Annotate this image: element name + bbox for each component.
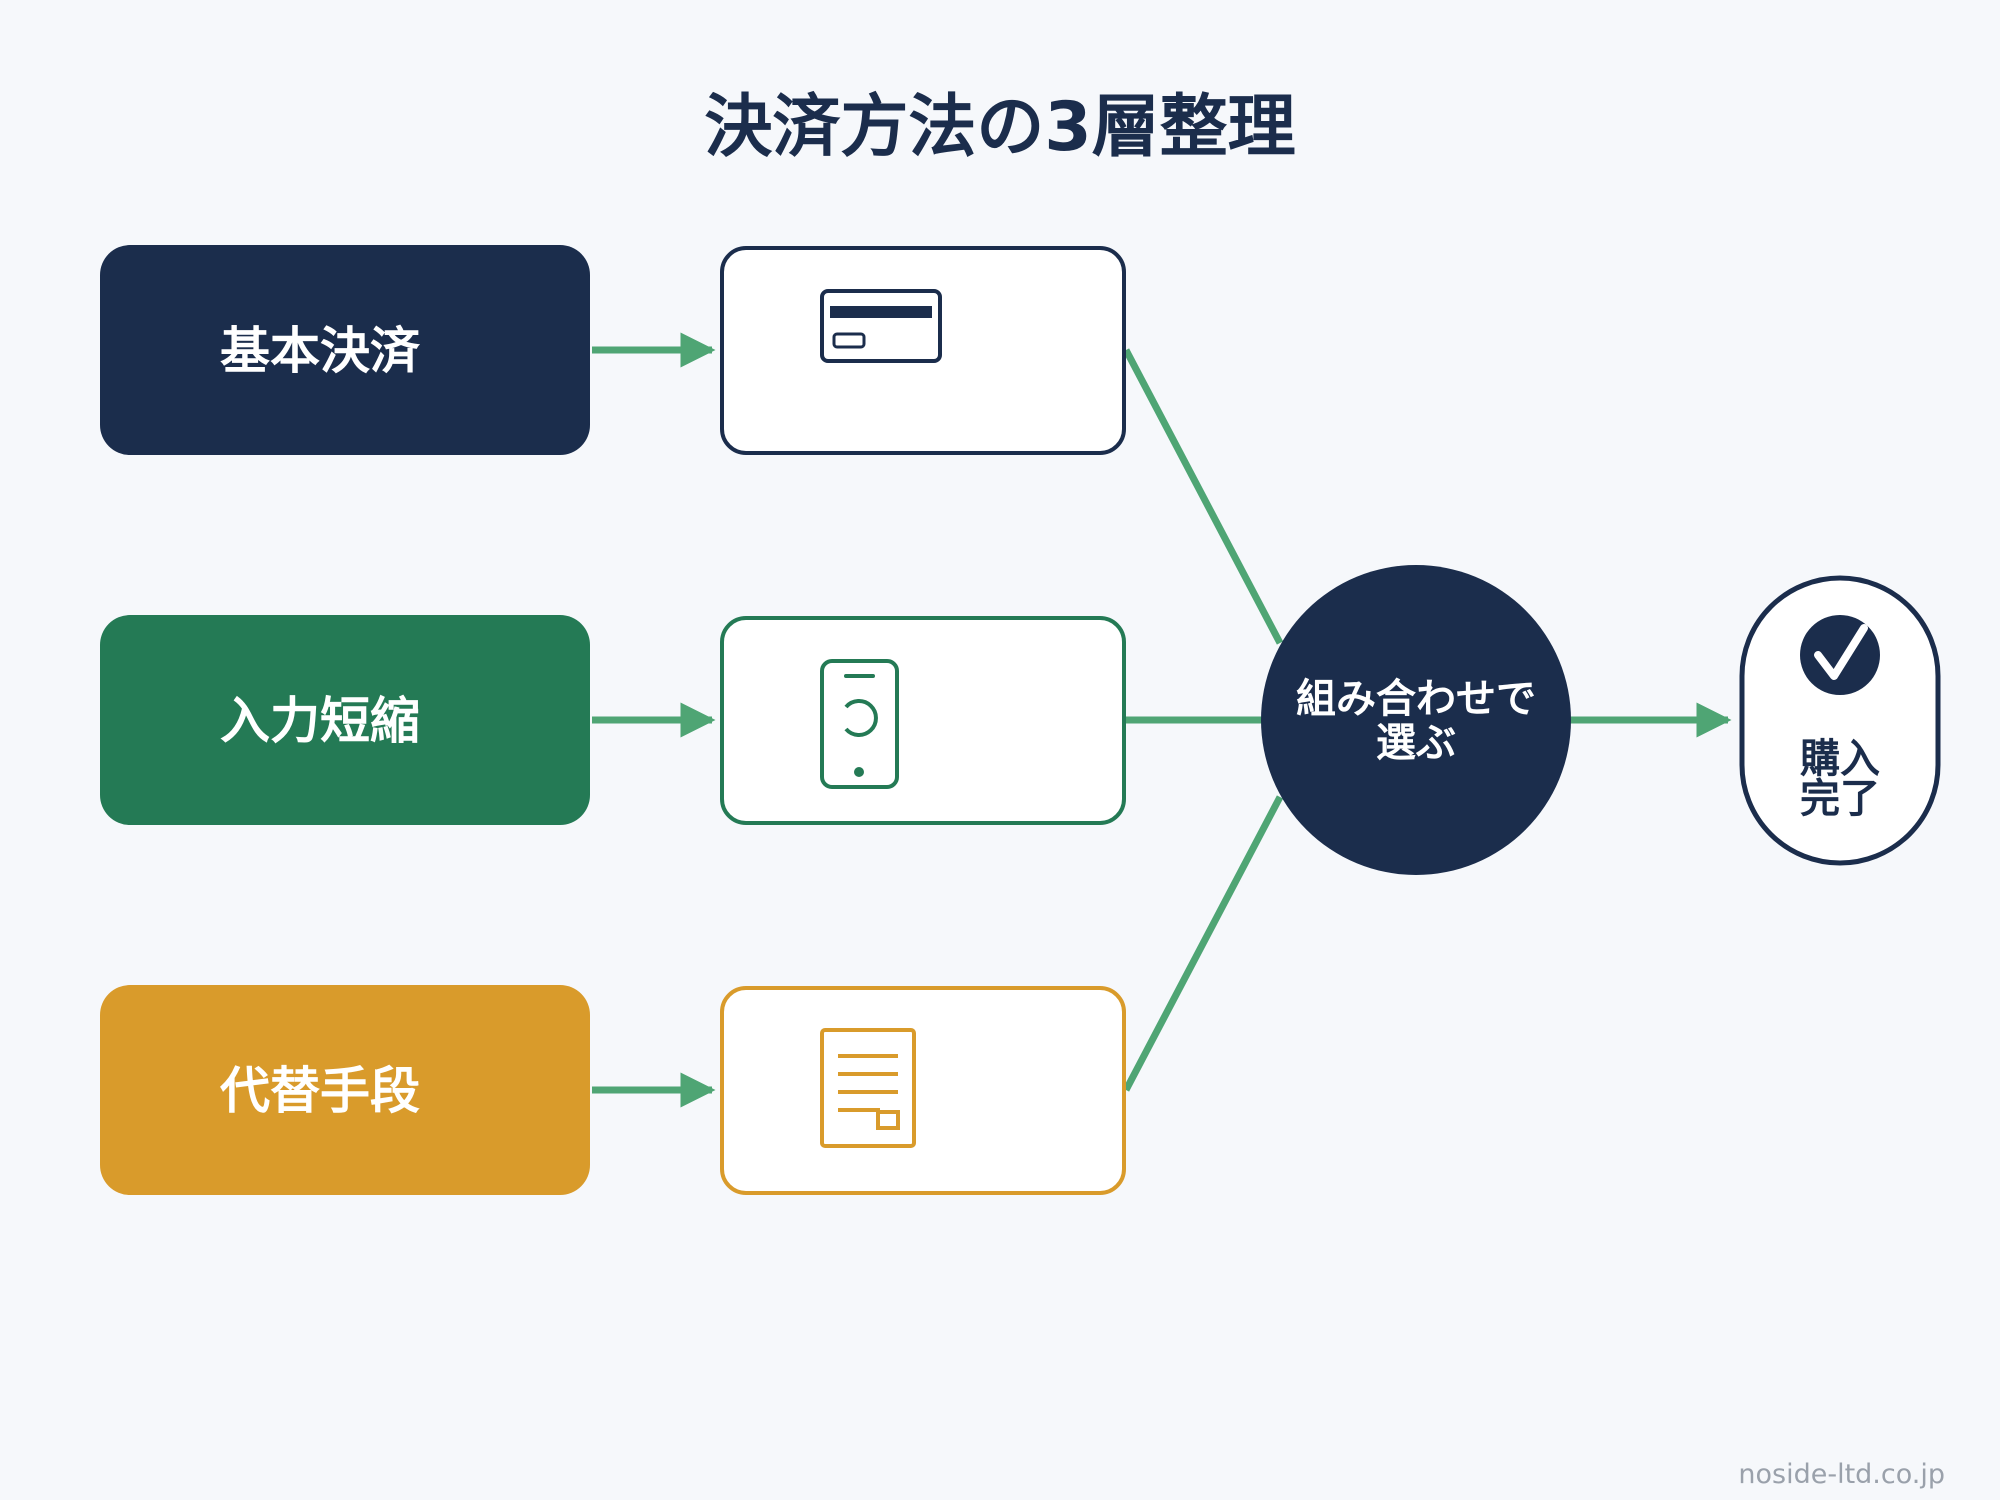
layer-input-shortcut: 入力短縮	[100, 615, 590, 825]
layer-basic-payment: 基本決済	[100, 245, 590, 455]
footer-domain: noside-ltd.co.jp	[1738, 1459, 1945, 1490]
layer-label-input: 入力短縮	[220, 692, 420, 750]
connectors	[592, 332, 1732, 1108]
line-invoice-to-hub	[1122, 795, 1284, 1092]
card-smartphone	[720, 616, 1126, 825]
icon-card-frame	[720, 986, 1126, 1195]
hub-node: 組み合わせで 選ぶ	[1261, 565, 1571, 875]
end-label-line2: 完了	[1800, 776, 1880, 822]
icon-card-frame	[720, 246, 1126, 455]
card-credit	[720, 246, 1126, 455]
card-invoice	[720, 986, 1126, 1195]
hub-label-line1: 組み合わせで	[1296, 676, 1536, 722]
layer-label-basic: 基本決済	[220, 322, 421, 380]
line-card-to-hub	[1122, 348, 1284, 645]
layer-box	[100, 615, 590, 825]
layer-alternative-method: 代替手段	[100, 985, 590, 1195]
invoice-icon	[820, 1028, 916, 1148]
hub-label-line2: 選ぶ	[1376, 720, 1456, 766]
end-node: 購入 完了	[1739, 575, 1941, 866]
layer-box	[100, 985, 590, 1195]
end-pill	[1739, 575, 1941, 866]
credit-card-icon	[820, 289, 942, 363]
smartphone-icon	[820, 659, 899, 789]
end-label-line1: 購入	[1800, 736, 1880, 782]
layer-label-alternative: 代替手段	[219, 1062, 420, 1120]
diagram-title: 決済方法の3層整理	[704, 88, 1295, 167]
icon-card-frame	[720, 616, 1126, 825]
hub-circle	[1261, 565, 1571, 875]
layer-box	[100, 245, 590, 455]
check-circle-icon	[1800, 615, 1880, 695]
